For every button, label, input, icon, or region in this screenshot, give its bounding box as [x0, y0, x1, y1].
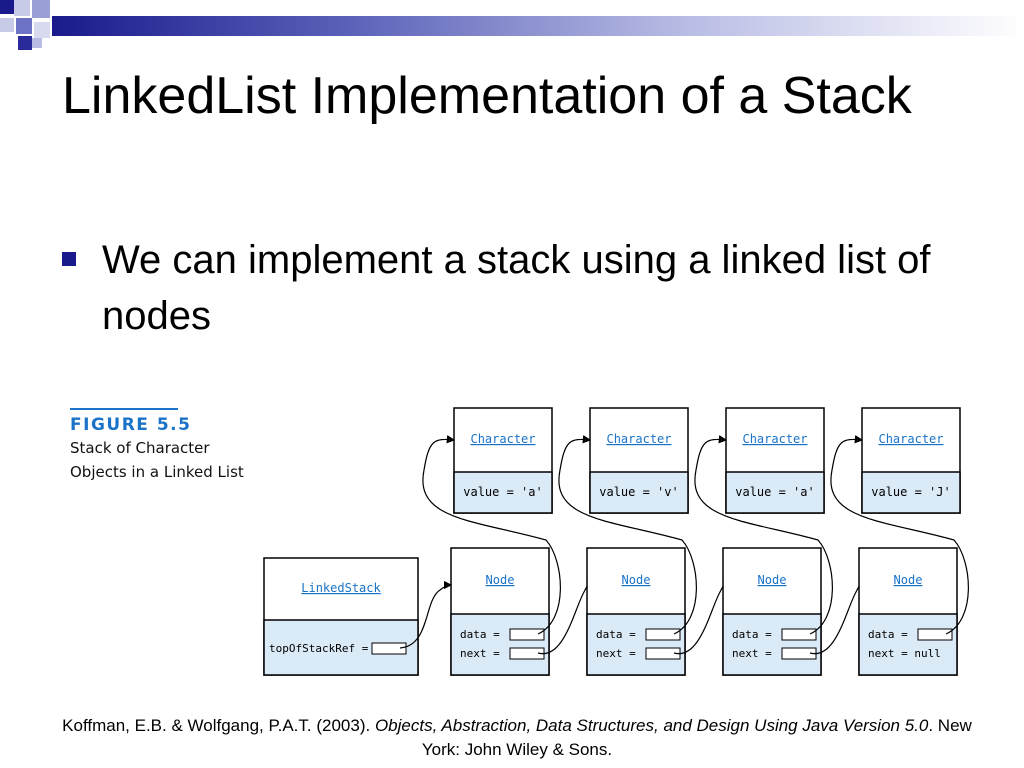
node-field-area — [722, 613, 822, 676]
character-value: value = 'J' — [871, 485, 950, 499]
data-reference-arrow — [558, 435, 697, 635]
node-data-slot — [917, 628, 953, 641]
node-class-name: Node — [758, 573, 787, 587]
character-value-area — [725, 471, 825, 514]
node-data-label: data = — [460, 628, 500, 641]
node-field-area — [586, 613, 686, 676]
top-gradient-bar — [52, 16, 1024, 36]
node-data-slot — [509, 628, 545, 641]
character-value-area — [589, 471, 689, 514]
citation-book-title: Objects, Abstraction, Data Structures, a… — [374, 716, 929, 735]
character-value-area — [861, 471, 961, 514]
node-class-name: Node — [486, 573, 515, 587]
node-next-label: next = — [732, 647, 772, 660]
character-class-name: Character — [606, 432, 671, 446]
node-data-label: data = — [596, 628, 636, 641]
corner-decoration — [0, 0, 1024, 60]
node-class-name: Node — [894, 573, 923, 587]
data-reference-arrow — [422, 435, 561, 635]
data-reference-arrow — [694, 435, 833, 635]
linkedstack-field-label: topOfStackRef = — [269, 642, 369, 655]
bullet-square-icon — [62, 252, 76, 266]
figure-description: Stack of Character Objects in a Linked L… — [70, 439, 244, 481]
character-class-name: Character — [878, 432, 943, 446]
slide-title: LinkedList Implementation of a Stack — [62, 67, 912, 125]
character-class-name: Character — [742, 432, 807, 446]
figure-caption: FIGURE 5.5 Stack of Character Objects in… — [70, 408, 270, 484]
node-data-label: data = — [732, 628, 772, 641]
top-ref-slot — [371, 642, 407, 655]
linkedstack-class-name: LinkedStack — [301, 581, 381, 595]
node-field-area — [858, 613, 958, 676]
character-class-name: Character — [470, 432, 535, 446]
citation: Koffman, E.B. & Wolfgang, P.A.T. (2003).… — [62, 714, 972, 762]
citation-authors: Koffman, E.B. & Wolfgang, P.A.T. (2003). — [62, 716, 375, 735]
character-value-area — [453, 471, 553, 514]
data-reference-arrow — [830, 435, 969, 635]
node-field-area — [450, 613, 550, 676]
bullet-text: We can implement a stack using a linked … — [102, 238, 931, 338]
character-value: value = 'v' — [599, 485, 678, 499]
top-of-stack-arrow — [399, 580, 453, 649]
figure-label: FIGURE 5.5 — [70, 415, 192, 435]
node-class-name: Node — [622, 573, 651, 587]
node-data-label: data = — [868, 628, 908, 641]
node-data-slot — [645, 628, 681, 641]
character-value: value = 'a' — [463, 485, 542, 499]
figure-rule — [70, 408, 178, 410]
citation-publisher: . New York: John Wiley & Sons. — [421, 716, 972, 759]
node-next-label: next = — [460, 647, 500, 660]
node-next-null: next = null — [868, 647, 941, 660]
node-data-slot — [781, 628, 817, 641]
character-value: value = 'a' — [735, 485, 814, 499]
node-next-label: next = — [596, 647, 636, 660]
